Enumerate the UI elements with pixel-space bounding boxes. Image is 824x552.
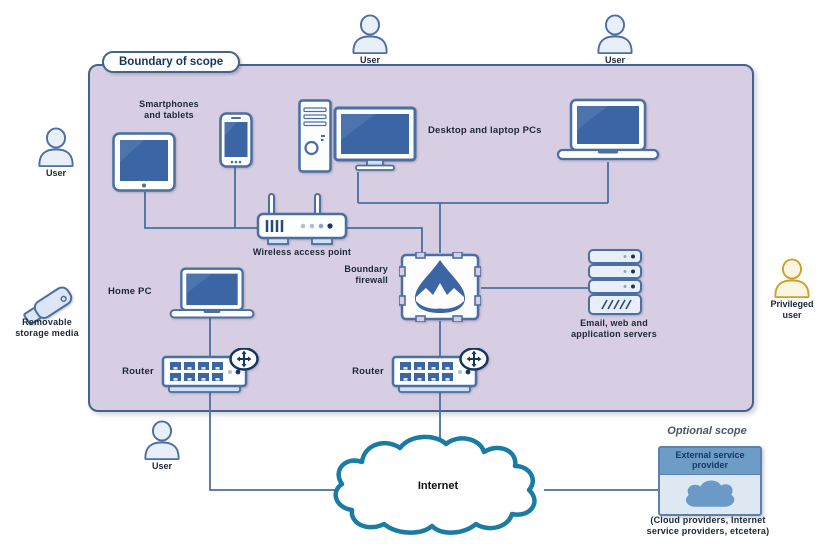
router-left-label: Router <box>122 366 154 377</box>
user-bottom: User <box>134 420 190 472</box>
router-right-label: Router <box>352 366 384 377</box>
boundary-firewall-icon <box>399 252 481 322</box>
user-label: User <box>151 461 172 471</box>
privileged-user-label: Privileged user <box>770 299 814 320</box>
desktop-tower-icon <box>298 99 332 173</box>
desktop-laptop-label: Desktop and laptop PCs <box>428 125 542 136</box>
privileged-user: Privileged user <box>763 258 821 321</box>
wireless-access-point-label: Wireless access point <box>252 247 352 257</box>
optional-scope-label: Optional scope <box>667 425 747 437</box>
external-service-provider-box: External service provider <box>658 446 762 516</box>
usb-drive-icon <box>23 286 73 326</box>
router-left-icon <box>161 348 259 393</box>
user-icon <box>352 14 388 54</box>
external-service-provider-title: External service provider <box>660 448 760 475</box>
servers-icon <box>588 249 642 315</box>
user-top-right: User <box>587 14 643 66</box>
user-icon <box>38 127 74 167</box>
home-pc-icon <box>169 267 255 319</box>
laptop-icon <box>556 98 660 161</box>
home-pc-label: Home PC <box>108 286 152 297</box>
removable-storage-label: Removable storage media <box>15 317 79 338</box>
user-label: User <box>359 55 380 65</box>
privileged-user-icon <box>774 258 810 298</box>
user-icon <box>144 420 180 460</box>
user-label: User <box>604 55 625 65</box>
internet-cloud-icon <box>333 434 537 535</box>
router-right-icon <box>391 348 489 393</box>
boundary-firewall-label: Boundary firewall <box>344 264 388 285</box>
wireless-access-point-icon <box>256 193 348 245</box>
tablet-icon <box>112 132 176 192</box>
desktop-monitor-icon <box>333 106 417 171</box>
user-label: User <box>45 168 66 178</box>
external-service-provider-caption: (Cloud providers, Internet service provi… <box>646 515 770 536</box>
user-icon <box>597 14 633 54</box>
user-left: User <box>28 127 84 179</box>
smartphone-icon <box>219 112 253 168</box>
internet-label: Internet <box>417 480 459 492</box>
servers-label: Email, web and application servers <box>571 318 657 339</box>
smartphones-tablets-label: Smartphones and tablets <box>139 99 199 120</box>
boundary-of-scope-label: Boundary of scope <box>102 51 241 73</box>
user-top-left: User <box>342 14 398 66</box>
provider-cloud-icon <box>685 480 735 508</box>
